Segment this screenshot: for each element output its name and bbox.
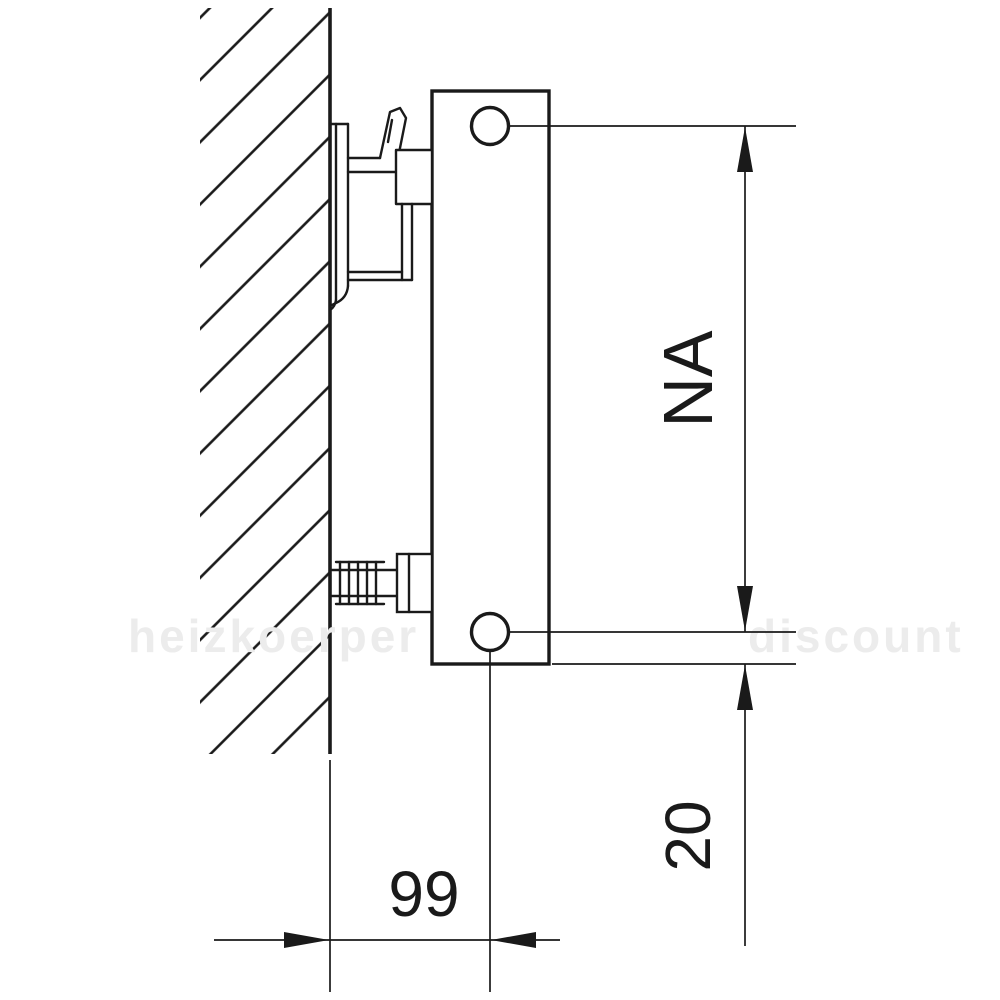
dimension-label-na: NA <box>649 330 727 428</box>
wall-section <box>200 8 332 754</box>
bracket-clamp-block <box>394 148 434 206</box>
bracket-foot-curve-inner <box>328 298 338 312</box>
watermark-left: heizkoerper <box>128 610 419 662</box>
valve-connection <box>330 552 434 614</box>
wall-hatch <box>200 8 329 754</box>
watermark-right: discount <box>748 610 964 662</box>
valve-body <box>395 552 434 614</box>
arrow-left-icon <box>491 932 536 948</box>
dimension-label-99: 99 <box>388 858 459 930</box>
dimension-99: 99 <box>214 858 560 948</box>
bracket-foot-curve <box>328 284 350 308</box>
arrow-up-icon <box>737 665 753 710</box>
mounting-bracket <box>328 106 434 312</box>
arrow-right-icon <box>284 932 329 948</box>
bracket-hook-inner-line <box>386 118 394 144</box>
dimension-na: NA <box>649 126 753 632</box>
arrow-up-icon <box>737 127 753 172</box>
dimension-extension-lines <box>329 125 796 992</box>
dimension-label-20: 20 <box>652 800 724 871</box>
bracket-hook <box>378 106 408 160</box>
top-connection-port <box>469 105 511 147</box>
dimension-20: 20 <box>652 664 753 946</box>
arrow-down-icon <box>737 586 753 631</box>
radiator-body <box>430 89 551 666</box>
bottom-connection-port <box>469 611 511 653</box>
